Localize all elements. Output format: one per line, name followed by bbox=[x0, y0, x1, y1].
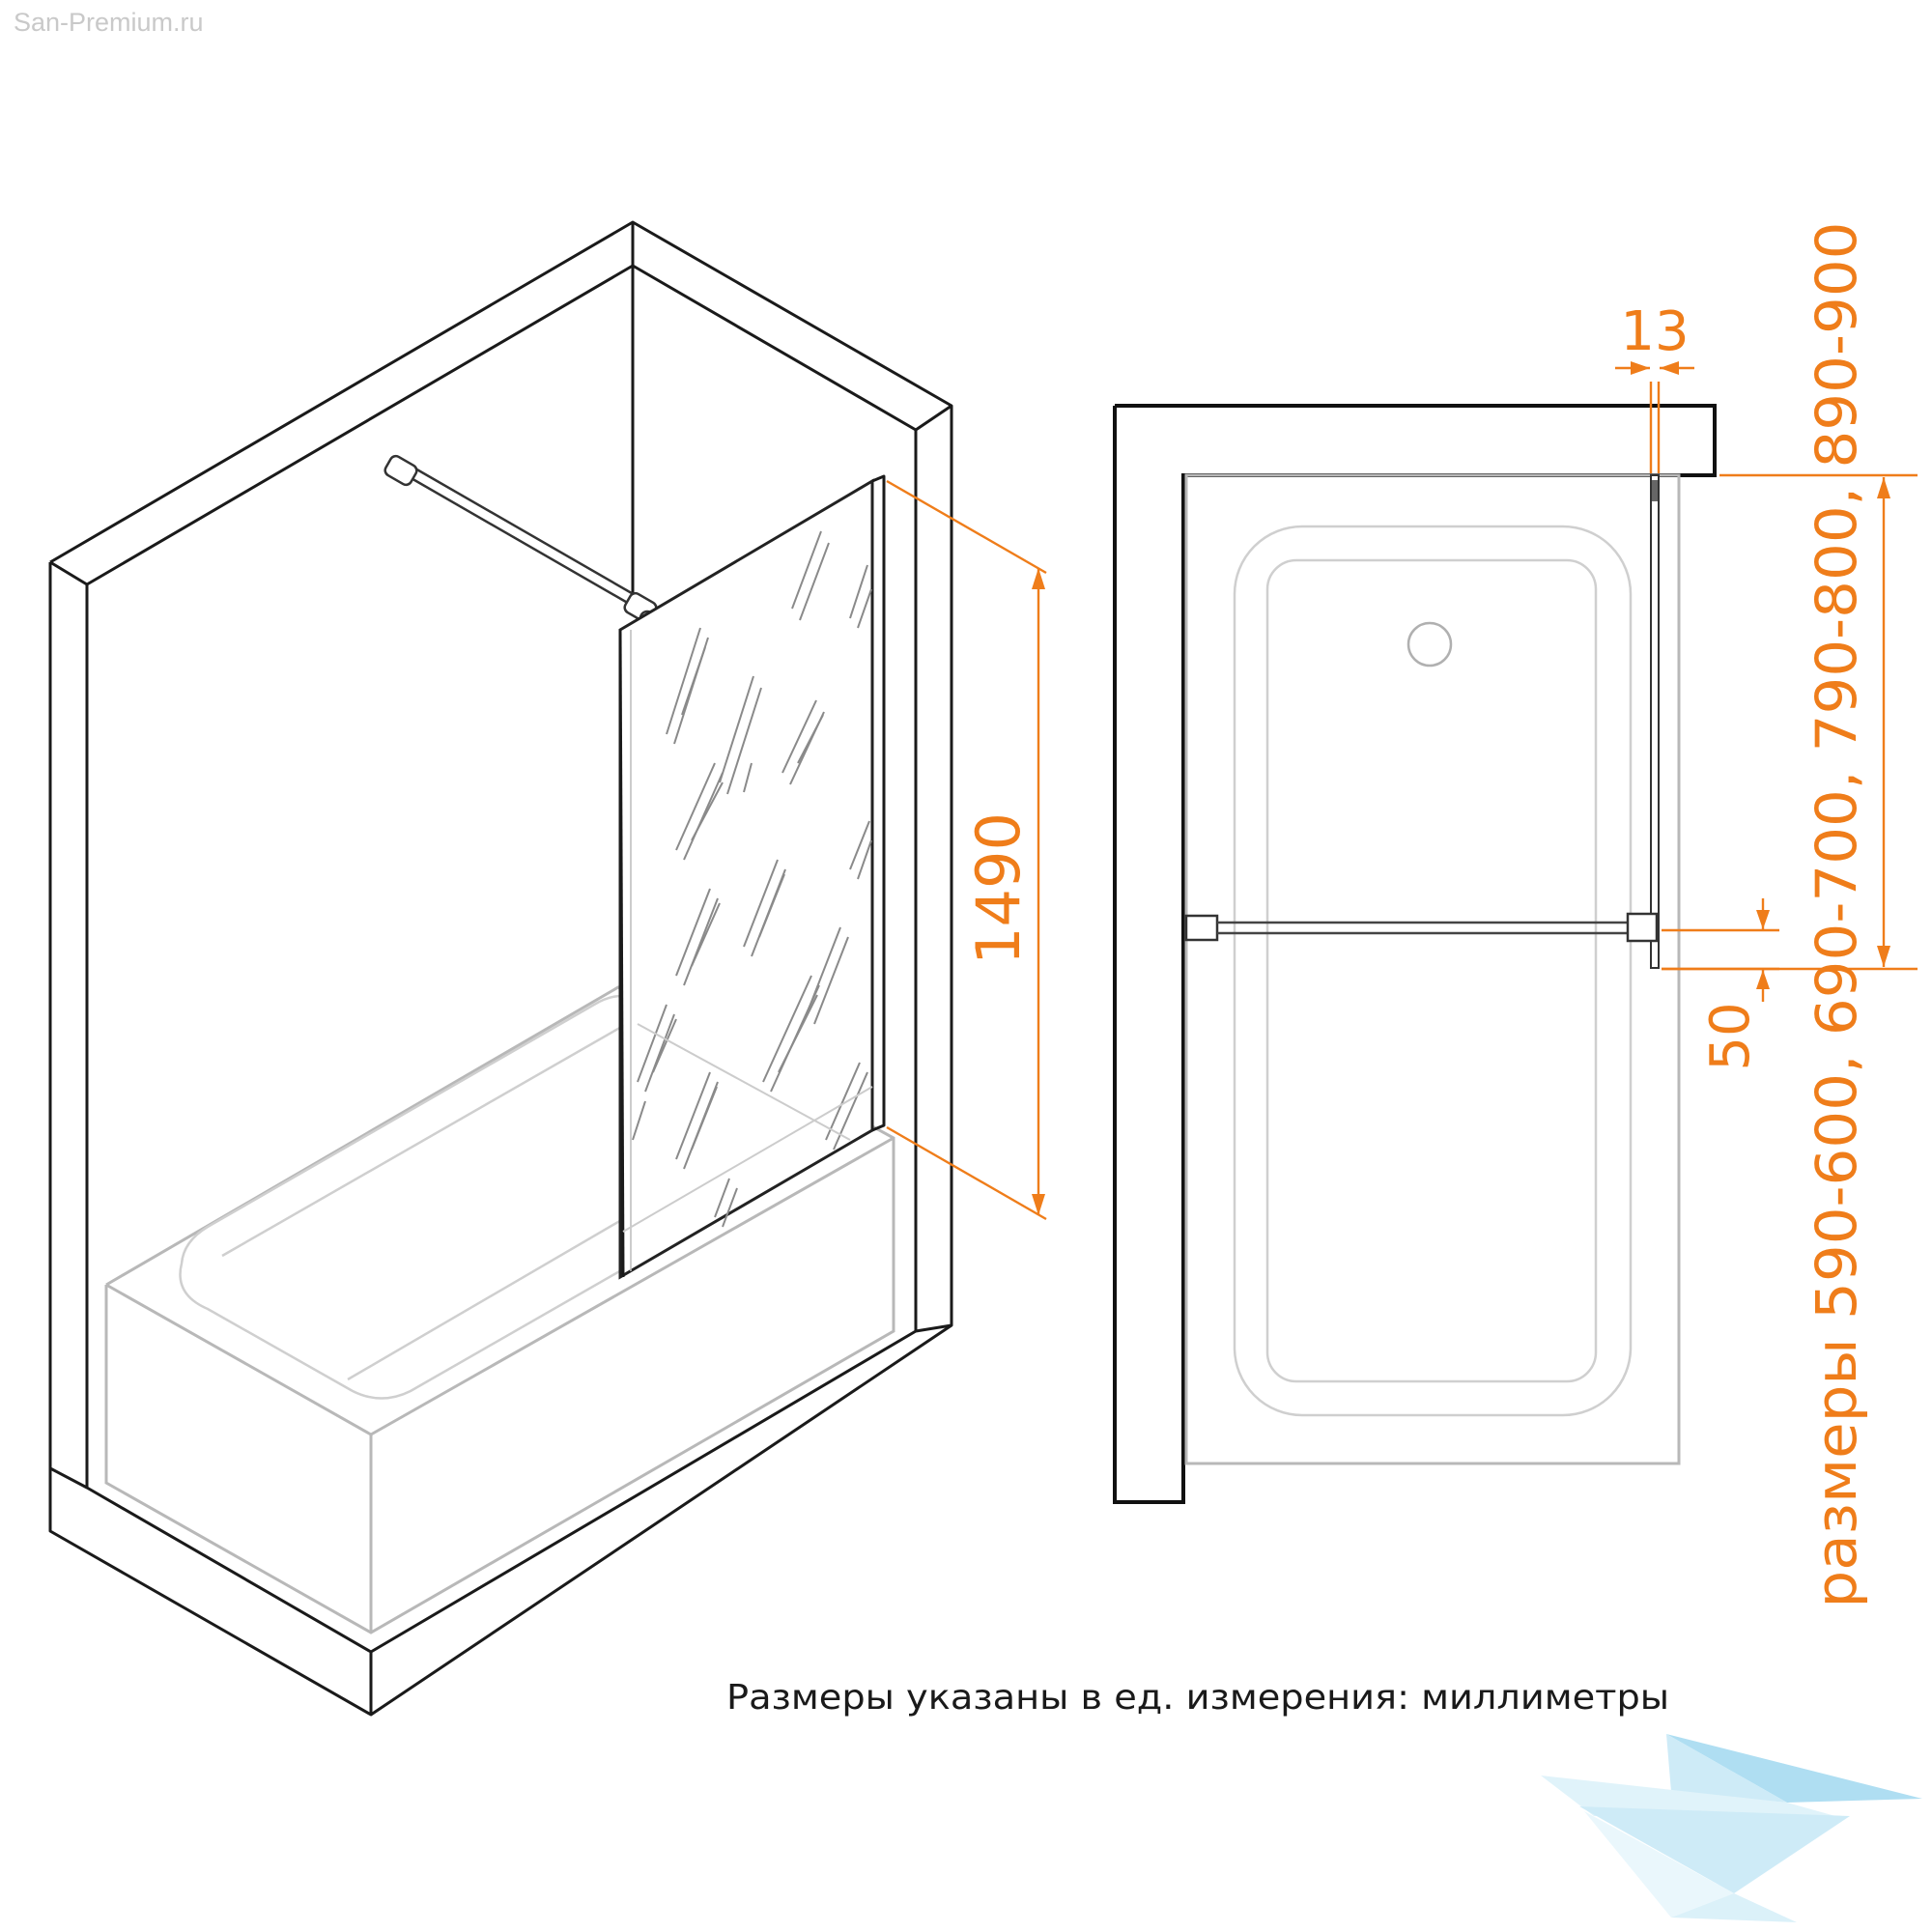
wall-outline bbox=[48, 220, 953, 1717]
glass-panel bbox=[618, 474, 886, 1280]
dimension-sizes-label: размеры 590-600, 690-700, 790-800, 890-9… bbox=[1804, 222, 1869, 1608]
plan-glass bbox=[1650, 474, 1660, 969]
dimension-profile-label: 13 bbox=[1620, 300, 1689, 363]
dimension-height-label: 1490 bbox=[963, 812, 1034, 965]
drain-icon bbox=[1406, 621, 1453, 668]
isometric-view: 1490 bbox=[48, 220, 1047, 1717]
dimension-height: 1490 bbox=[886, 479, 1047, 1221]
bath-edge-through-glass bbox=[622, 1023, 873, 1233]
support-rod bbox=[384, 454, 658, 627]
plan-wall bbox=[1113, 404, 1717, 1504]
watermark-text: San-Premium.ru bbox=[14, 8, 204, 37]
plan-view: 13 50 размеры 590-600, 690-700, 790-800,… bbox=[1113, 222, 1918, 1608]
plan-rod bbox=[1184, 912, 1659, 943]
plan-bathtub bbox=[1184, 473, 1681, 1465]
dimension-sizes: размеры 590-600, 690-700, 790-800, 890-9… bbox=[1662, 222, 1918, 1608]
units-caption: Размеры указаны в ед. измерения: миллиме… bbox=[726, 1678, 1669, 1718]
bird-logo-icon bbox=[1541, 1734, 1922, 1922]
glass-pattern bbox=[632, 530, 872, 1228]
dimension-profile: 13 bbox=[1615, 300, 1694, 473]
dimension-bar-offset-label: 50 bbox=[1699, 1002, 1762, 1070]
dimension-bar-offset: 50 bbox=[1662, 898, 1779, 1071]
